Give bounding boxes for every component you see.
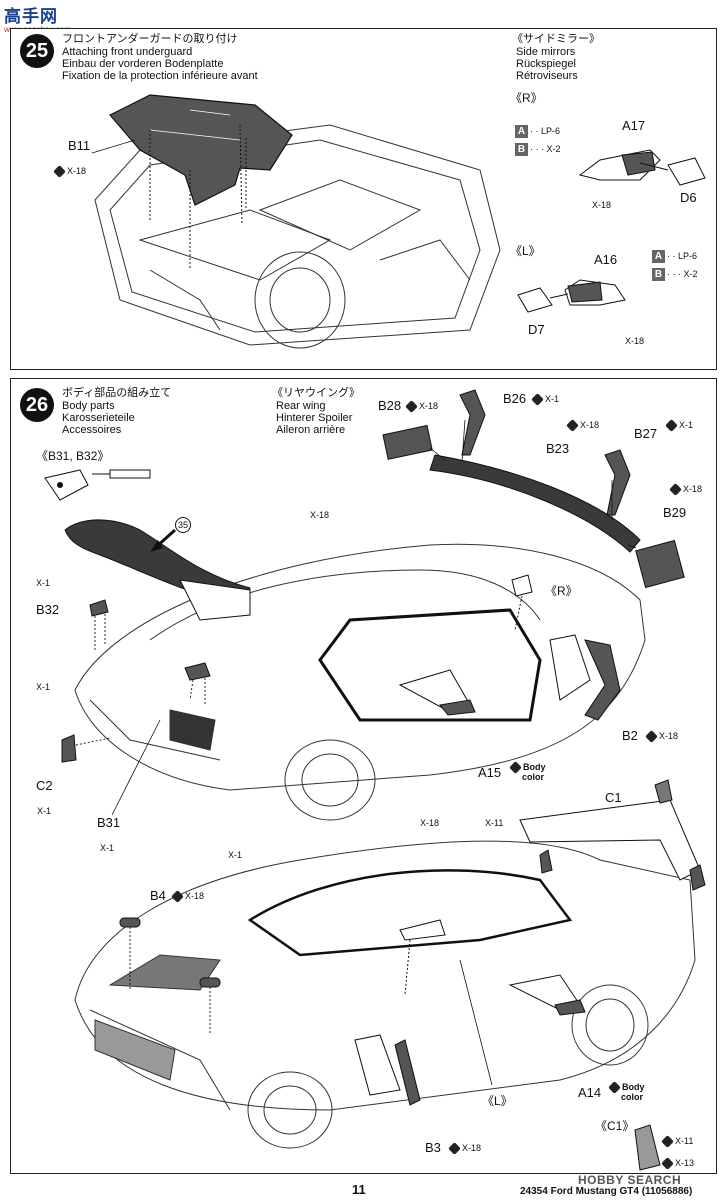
b32-side-screw: X-1 xyxy=(36,682,51,692)
step-26-title-de: Karosserieteile xyxy=(62,412,135,424)
mirror-l-tag: 《L》 xyxy=(482,1094,513,1108)
step-26-title-fr: Accessoires xyxy=(62,424,122,436)
c1-x13: X-13 xyxy=(660,1157,694,1170)
b32-screw: X-1 xyxy=(36,578,51,588)
watermark-text: 高手网 xyxy=(4,7,58,26)
mirror-title-en: Side mirrors xyxy=(516,46,576,58)
mirror-title-fr: Rétroviseurs xyxy=(516,70,578,82)
c2-screw: X-1 xyxy=(37,806,52,816)
wing-title-ja: 《リヤウイング》 xyxy=(272,387,360,399)
mirror-left-heading: 《L》 xyxy=(510,244,541,258)
part-b4-label: B4 xyxy=(150,888,166,903)
wing-title-fr: Aileron arrière xyxy=(276,424,346,436)
c1-sub-heading: 《C1》 xyxy=(595,1119,635,1133)
product-code: 24354 Ford Mustang GT4 (11056886) xyxy=(520,1186,693,1197)
part-a14-label: A14 xyxy=(578,1085,602,1100)
mirror-title-ja: 《サイドミラー》 xyxy=(512,33,600,45)
page-number: 11 xyxy=(352,1182,366,1197)
b31-b32-heading: 《B31, B32》 xyxy=(36,449,110,463)
step-26-title-en: Body parts xyxy=(62,400,115,412)
front-x18-screw: X-18 xyxy=(420,818,440,828)
part-b28-label: B28 xyxy=(378,398,402,413)
step-25-panel xyxy=(10,28,717,370)
part-b3-label: B3 xyxy=(425,1140,441,1155)
part-a17-label: A17 xyxy=(622,118,646,133)
step-26-title-ja: ボディ部品の組み立て xyxy=(62,387,172,399)
wing-center-screw: X-18 xyxy=(310,510,330,520)
rear-wing-assembly xyxy=(382,389,685,589)
part-b31-label: B31 xyxy=(97,815,121,830)
underside-car-illustration xyxy=(91,94,706,349)
mirror-left-b-x2: B· · · X-2 xyxy=(652,268,698,281)
rear-center-screw: X-1 xyxy=(228,850,243,860)
b27-screw: X-1 xyxy=(664,419,693,432)
mirror-left-screw: X-18 xyxy=(625,336,645,346)
step-26-badge: 26 xyxy=(20,388,54,422)
part-b26-label: B26 xyxy=(503,391,527,406)
mirror-left-a-lp6: A· · LP-6 xyxy=(652,250,697,263)
part-b2-label: B2 xyxy=(622,728,638,743)
mirror-right-a-lp6: A· · LP-6 xyxy=(515,125,560,138)
part-a15-label: A15 xyxy=(478,765,502,780)
step-25-badge: 25 xyxy=(20,34,54,68)
mirror-title-de: Rückspiegel xyxy=(516,58,576,70)
circled-35: 35 xyxy=(175,517,191,533)
underguard-plate xyxy=(109,94,293,206)
wing-title-en: Rear wing xyxy=(276,400,326,412)
b3-screw: X-18 xyxy=(447,1142,481,1155)
bracket-inset xyxy=(44,469,151,501)
mirror-right-screw: X-18 xyxy=(592,200,612,210)
part-b29-label: B29 xyxy=(663,505,687,520)
part-b32-label: B32 xyxy=(36,602,60,617)
part-b23-label: B23 xyxy=(546,441,570,456)
step-25-title-en: Attaching front underguard xyxy=(62,46,193,58)
c1-x11: X-11 xyxy=(660,1135,693,1148)
b28-screw: X-18 xyxy=(404,400,438,413)
b26-screw: X-1 xyxy=(530,393,559,406)
part-d7-label: D7 xyxy=(528,322,545,337)
b29-screw: X-18 xyxy=(668,483,702,496)
mirror-right-illustration xyxy=(578,149,706,186)
part-b27-label: B27 xyxy=(634,426,658,441)
mirror-left-illustration xyxy=(517,279,626,313)
part-b11-label: B11 xyxy=(68,138,91,153)
step-25-title-de: Einbau der vorderen Bodenplatte xyxy=(62,58,224,70)
part-c2-label: C2 xyxy=(36,778,53,793)
part-a16-label: A16 xyxy=(594,252,618,267)
part-d6-label: D6 xyxy=(680,190,697,205)
b11-screw-label: X-18 xyxy=(52,165,86,178)
b31-screw: X-1 xyxy=(100,843,115,853)
hobby-search-logo: HOBBY SEARCH xyxy=(578,1173,682,1187)
b23-screw: X-18 xyxy=(565,419,599,432)
b4-screw: X-18 xyxy=(170,890,204,903)
wing-title-de: Hinterer Spoiler xyxy=(276,412,353,424)
part-c1-label: C1 xyxy=(605,790,622,805)
front-x11-screw: X-11 xyxy=(485,818,504,828)
step-25-title-fr: Fixation de la protection inférieure ava… xyxy=(62,70,258,82)
mirror-right-heading: 《R》 xyxy=(510,91,543,105)
step-25-title-ja: フロントアンダーガードの取り付け xyxy=(62,33,238,45)
mirror-right-b-x2: B· · · X-2 xyxy=(515,143,561,156)
b2-screw: X-18 xyxy=(644,730,678,743)
mirror-r-tag: 《R》 xyxy=(545,584,578,598)
